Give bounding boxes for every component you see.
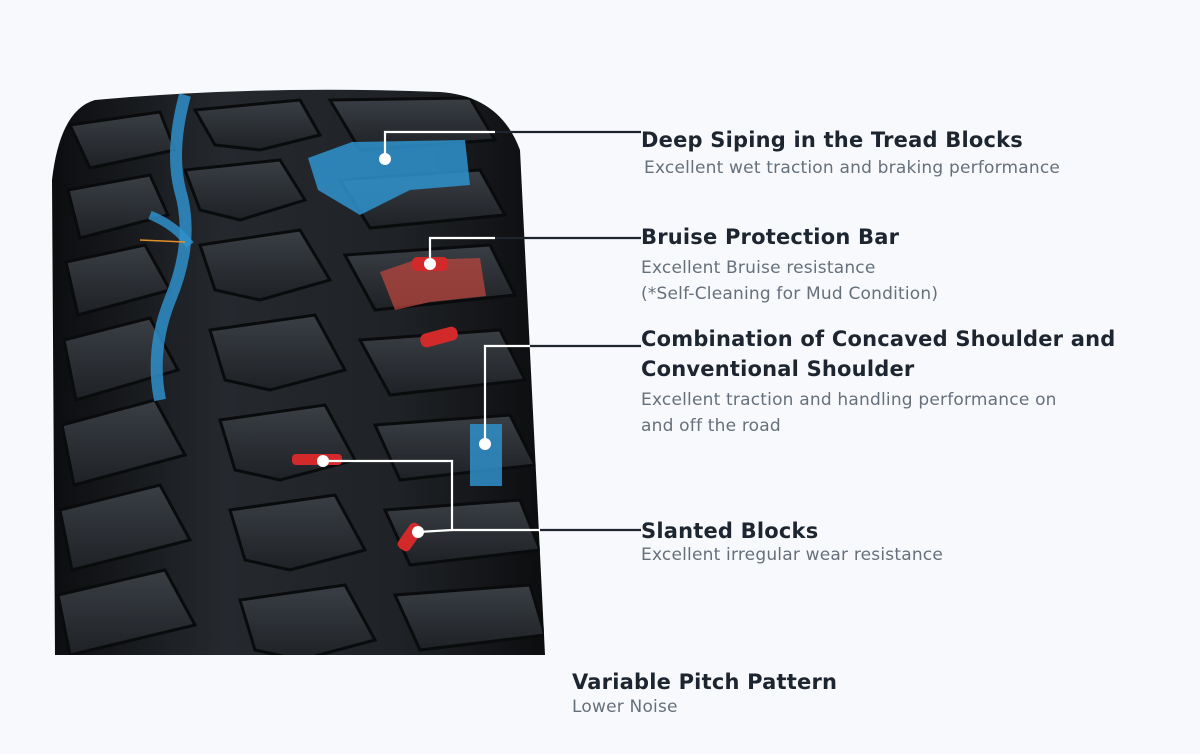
feature-title: Slanted Blocks <box>641 519 819 543</box>
feature-title: Variable Pitch Pattern <box>572 670 838 694</box>
bruise-bar-highlight <box>380 258 486 310</box>
description-line: Excellent traction and handling performa… <box>641 390 1057 410</box>
slanted-block-marker-1 <box>292 454 342 465</box>
leader-lines <box>323 130 540 534</box>
feature-title: Deep Siping in the Tread Blocks <box>641 128 1023 152</box>
bruise-bar-marker-2 <box>420 326 458 348</box>
center-groove-highlight <box>150 93 192 402</box>
feature-title: Combination of Concaved Shoulder and Con… <box>641 324 1121 384</box>
leader-dots <box>317 153 491 538</box>
feature-slanted-blocks: Slanted Blocks Excellent irregular wear … <box>641 517 943 565</box>
description-line: Excellent Bruise resistance <box>641 258 876 278</box>
feature-title: Bruise Protection Bar <box>641 225 900 249</box>
description-line: and off the road <box>641 416 781 436</box>
feature-description: Excellent irregular wear resistance <box>641 545 943 565</box>
feature-deep-siping: Deep Siping in the Tread Blocks Excellen… <box>641 125 1060 181</box>
title-line: Conventional Shoulder <box>641 357 915 381</box>
feature-description: Lower Noise <box>572 697 678 717</box>
feature-bruise-protection-bar: Bruise Protection Bar Excellent Bruise r… <box>641 222 938 307</box>
feature-description: Excellent wet traction and braking perfo… <box>644 158 1061 178</box>
feature-description: Excellent traction and handling performa… <box>641 387 1121 439</box>
feature-variable-pitch: Variable Pitch Pattern Lower Noise <box>572 668 837 718</box>
title-line: Combination of Concaved Shoulder and <box>641 327 1116 351</box>
siping-block-highlight <box>308 140 470 215</box>
feature-description: Excellent Bruise resistance (*Self-Clean… <box>641 255 938 307</box>
description-line: (*Self-Cleaning for Mud Condition) <box>641 284 939 304</box>
feature-shoulder-combination: Combination of Concaved Shoulder and Con… <box>641 324 1121 439</box>
